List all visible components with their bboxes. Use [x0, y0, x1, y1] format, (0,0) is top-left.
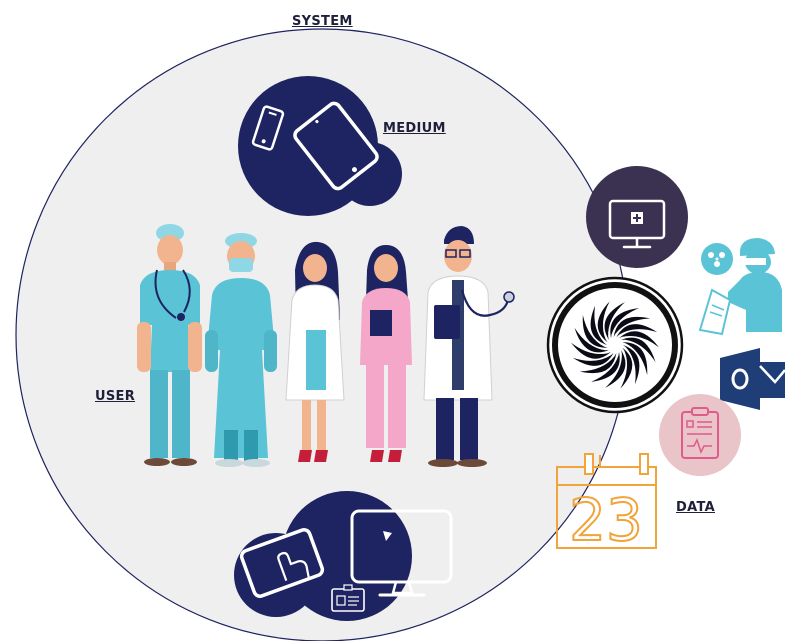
tablet-icon — [293, 101, 379, 191]
access-devices-group — [234, 491, 453, 621]
swirl-logo — [546, 276, 684, 414]
medical-staff-group — [137, 224, 515, 467]
medium-devices-group — [238, 76, 402, 216]
swirl-arm — [590, 305, 607, 345]
female-nurse-figure — [360, 244, 412, 462]
male-doctor-figure — [423, 226, 515, 467]
swirl-arm — [605, 350, 626, 388]
surgeon-icon — [698, 238, 782, 336]
user-label: USER — [95, 389, 136, 404]
outlook-icon — [720, 348, 785, 410]
swirl-arm — [604, 302, 625, 340]
touch-tablet-icon — [239, 528, 325, 598]
computer-medical-icon — [586, 166, 688, 268]
medical-record-icon — [659, 394, 741, 476]
swirl-arm — [623, 345, 640, 385]
swirl-arm — [572, 352, 614, 366]
id-card-icon — [331, 584, 365, 612]
nurse-male-figure — [137, 224, 202, 466]
female-doctor-figure — [285, 241, 345, 462]
swirl-arm — [597, 301, 610, 343]
swirl-arm — [610, 308, 639, 339]
swirl-arm — [571, 342, 611, 359]
swirl-arm — [582, 314, 608, 348]
calendar-icon: 23 — [556, 453, 657, 555]
swirl-arm — [579, 352, 617, 374]
swirl-arm — [619, 331, 659, 348]
calendar-day: 23 — [569, 486, 643, 554]
system-label: SYSTEM — [292, 14, 353, 29]
swirl-arm — [622, 342, 648, 376]
surgeon-figure — [205, 233, 277, 467]
swirl-arm — [574, 327, 609, 353]
monitor-icon — [350, 509, 453, 597]
medium-label: MEDIUM — [383, 121, 446, 136]
data-label: DATA — [676, 500, 715, 515]
swirl-arm — [591, 351, 620, 382]
phone-icon — [251, 105, 285, 151]
swirl-arm — [620, 347, 633, 389]
swirl-arm — [621, 337, 656, 363]
swirl-arm — [616, 324, 658, 338]
swirl-arm — [613, 316, 651, 338]
